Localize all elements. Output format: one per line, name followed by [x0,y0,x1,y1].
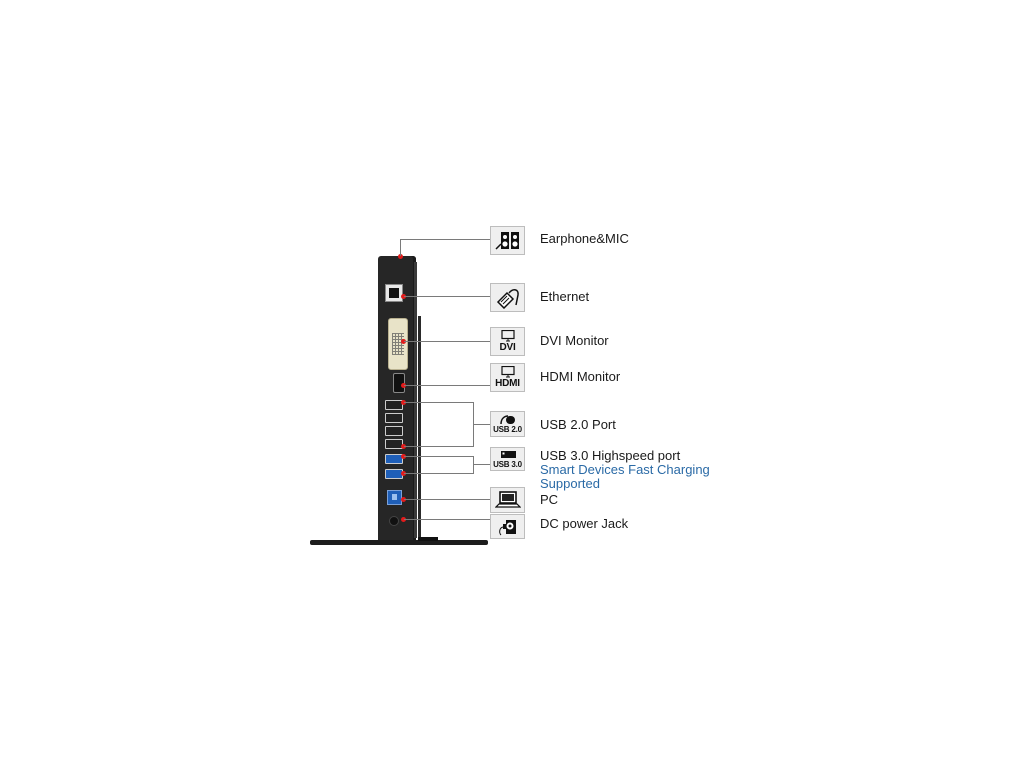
icon-caption: USB 2.0 [493,424,522,434]
usb3-port-1 [385,454,403,464]
connector-line [404,296,490,297]
connector-line [404,456,474,457]
ethernet-port [385,284,403,302]
usb-b-upstream-port [387,490,402,505]
docking-station-side [414,262,417,538]
marker-dot-dc [401,517,406,522]
connector-line [473,456,474,474]
label-dc-power-jack: DC power Jack [540,516,629,531]
label-hdmi-monitor: HDMI Monitor [540,369,621,384]
icon-caption: HDMI [495,378,520,389]
stand-rod [418,316,421,540]
label-dvi-monitor: DVI Monitor [540,333,609,348]
connector-line [404,446,474,447]
icon-caption: DVI [499,342,516,353]
usb2-plug-icon: USB 2.0 [490,411,525,437]
ethernet-cable-icon [490,283,525,312]
marker-dot-usb2-bottom [401,444,406,449]
connector-line [404,519,490,520]
label-pc: PC [540,492,559,507]
usb3-plug-icon: USB 3.0 [490,447,525,471]
label-fast-charging: Smart Devices Fast Charging [540,462,710,477]
connector-line [404,385,490,386]
label-supported: Supported [540,476,600,491]
base-tab [418,537,438,541]
connector-line [400,239,490,240]
connector-line [404,499,490,500]
label-usb3-port: USB 3.0 Highspeed port [540,448,681,463]
connector-line [404,473,474,474]
dvi-monitor-icon: DVI [490,327,525,356]
dvi-port [388,318,408,370]
marker-dot-usb3-top [401,454,406,459]
laptop-icon [490,487,525,513]
usb2-port-2 [385,413,403,423]
usb2-port-3 [385,426,403,436]
connector-line [404,341,490,342]
label-usb2-port: USB 2.0 Port [540,417,616,432]
marker-dot-usb3-bottom [401,471,406,476]
connector-line [473,424,490,425]
docking-station-base [310,540,488,545]
marker-dot-dvi [401,339,406,344]
speakers-icon [490,226,525,255]
hdmi-monitor-icon: HDMI [490,363,525,392]
usb2-port-1 [385,400,403,410]
label-earphone-mic: Earphone&MIC [540,231,629,246]
power-plug-icon [490,514,525,539]
label-ethernet: Ethernet [540,289,590,304]
marker-dot-pc [401,497,406,502]
connector-line [404,402,474,403]
marker-dot-hdmi [401,383,406,388]
connector-line [400,239,401,256]
marker-dot-ethernet [401,294,406,299]
connector-line [473,464,490,465]
marker-dot-audio [398,254,403,259]
dc-jack-port [389,516,399,526]
marker-dot-usb2-top [401,400,406,405]
icon-caption: USB 3.0 [493,459,522,469]
